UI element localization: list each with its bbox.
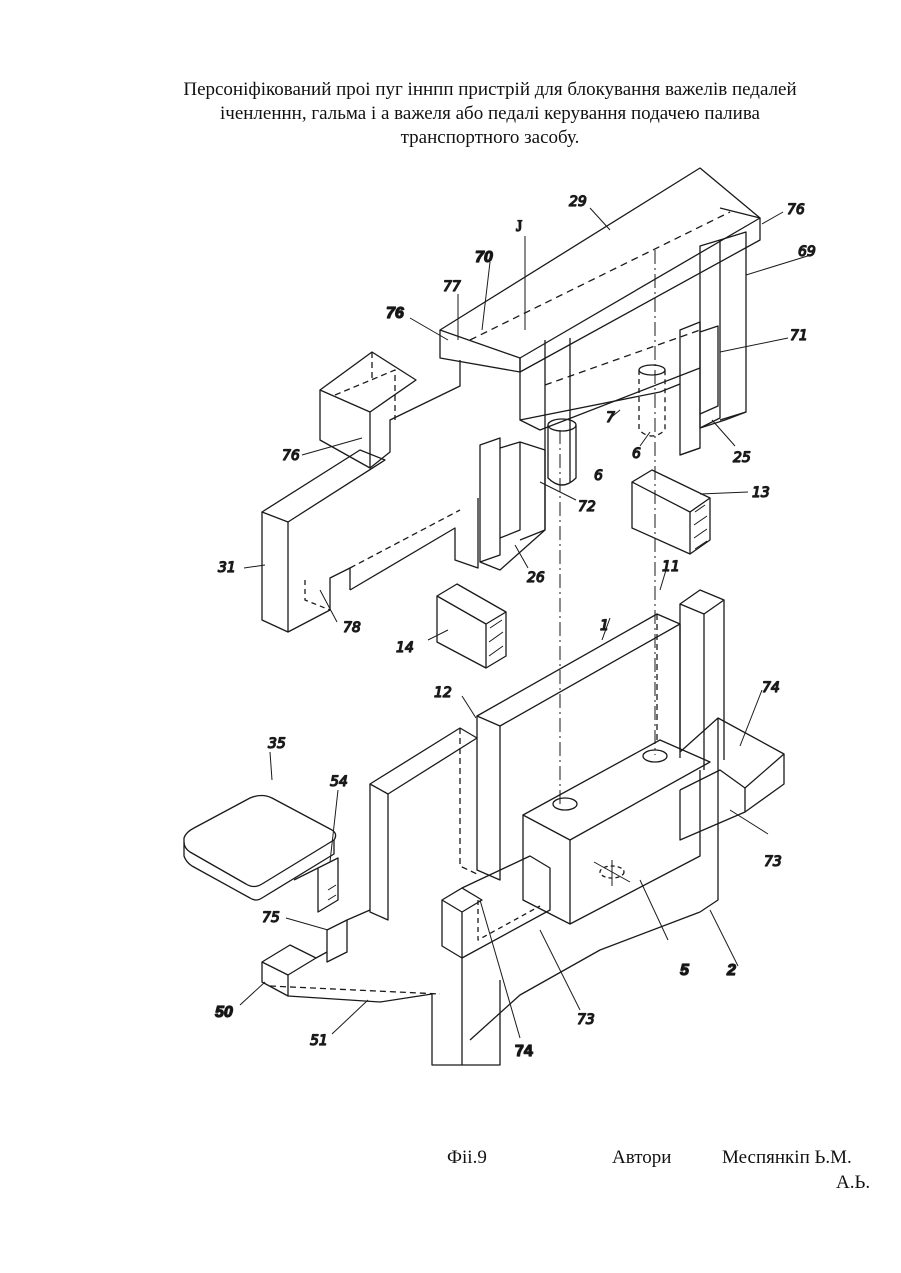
label-76b: 76: [386, 305, 404, 322]
pin-6-left: [548, 419, 576, 485]
label-74b: 74: [515, 1043, 533, 1060]
center-lines: [560, 250, 655, 805]
stem-54: [294, 858, 338, 912]
figure-label: Фіі.9: [447, 1147, 487, 1169]
long-bar-1: [477, 614, 680, 880]
upper-beam-29: [440, 168, 760, 372]
label-13: 13: [752, 485, 770, 501]
label-75: 75: [262, 910, 280, 926]
pin-6-right: [639, 365, 665, 436]
authors-label: Автори: [612, 1147, 671, 1169]
leader-lines: [240, 208, 814, 1038]
label-51: 51: [310, 1033, 328, 1049]
label-11: 11: [662, 559, 680, 575]
author-name-2: А.Ь.: [836, 1172, 870, 1194]
label-54: 54: [330, 774, 348, 790]
lever-arm-31: [262, 450, 478, 632]
label-14: 14: [396, 640, 414, 656]
label-12: 12: [434, 685, 452, 701]
lower-rail-74: [462, 958, 500, 1065]
vertical-plate-7: [520, 330, 700, 530]
pedal-35: [184, 796, 336, 901]
label-26: 26: [527, 570, 545, 586]
bracket-12: [370, 728, 477, 920]
housing-5: [523, 740, 710, 924]
label-72: 72: [578, 499, 596, 515]
base-plate-2: [470, 718, 784, 1040]
label-69: 69: [798, 244, 816, 260]
label-73a: 73: [764, 854, 782, 870]
lever-link-75: [327, 910, 370, 962]
label-31: 31: [218, 560, 236, 576]
label-6b: 6: [632, 446, 641, 462]
label-j: J: [516, 218, 522, 235]
label-76c: 76: [282, 448, 300, 464]
label-50: 50: [215, 1004, 233, 1021]
slot-71: [680, 322, 718, 455]
slot-post-26: [480, 438, 545, 570]
label-5: 5: [680, 962, 690, 979]
label-78: 78: [343, 620, 361, 636]
channel-73-left: [442, 856, 550, 958]
lever-block-left: [320, 352, 460, 468]
label-70: 70: [475, 249, 493, 266]
label-74a: 74: [762, 680, 780, 696]
label-29: 29: [569, 194, 587, 210]
label-71: 71: [790, 328, 808, 344]
block-14: [437, 584, 506, 668]
label-7: 7: [606, 410, 615, 426]
label-2: 2: [726, 962, 736, 979]
label-76a: 76: [787, 202, 805, 218]
label-77: 77: [443, 279, 461, 295]
author-name-1: Меспянкіп Ь.М.: [722, 1147, 852, 1169]
label-25: 25: [733, 450, 751, 466]
label-1: 1: [600, 618, 609, 634]
block-13: [632, 470, 710, 554]
label-35: 35: [268, 736, 286, 752]
label-73b: 73: [577, 1012, 595, 1028]
label-6a: 6: [594, 468, 603, 484]
